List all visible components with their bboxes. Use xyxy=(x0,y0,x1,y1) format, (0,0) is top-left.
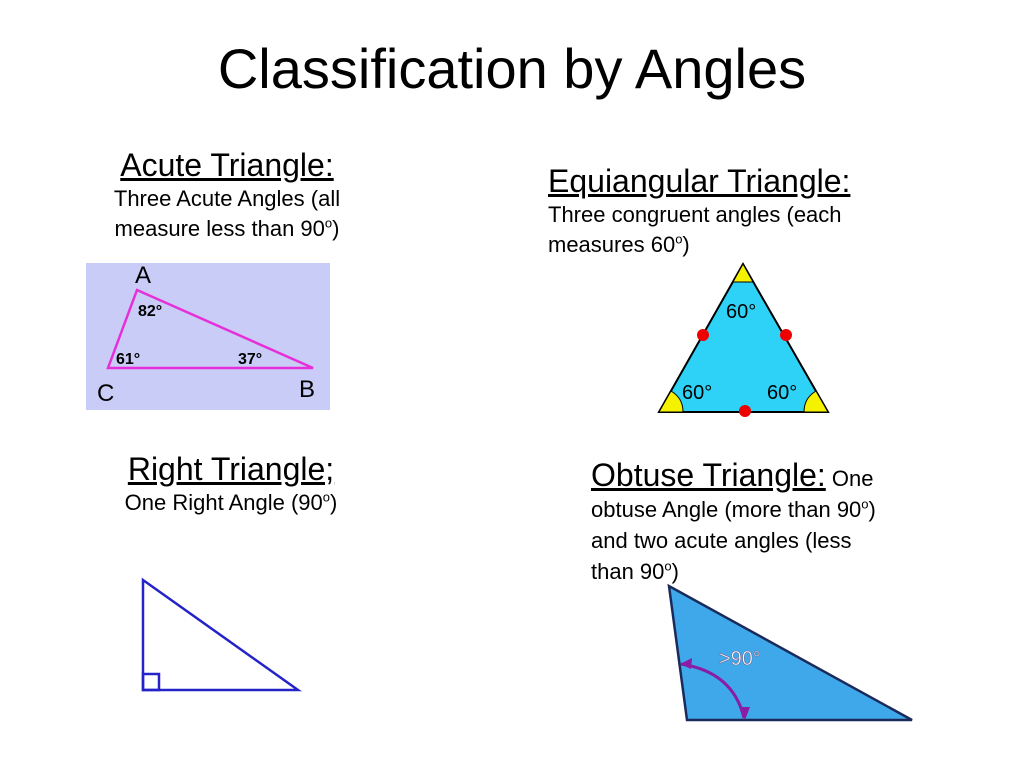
equiangular-close-paren: ) xyxy=(682,232,690,257)
right-triangle xyxy=(141,577,302,692)
angle-label-left: 60° xyxy=(682,382,712,404)
equiangular-section: Equiangular Triangle: Three congruent an… xyxy=(548,162,948,260)
acute-figure-background xyxy=(86,263,330,410)
obtuse-heading: Obtuse Triangle: xyxy=(591,457,826,493)
congruence-tick-bottom xyxy=(739,405,751,417)
angle-label-b: 37° xyxy=(238,351,262,368)
corner-mark-right xyxy=(803,390,829,413)
equiangular-desc-line2: measures 60 xyxy=(548,232,676,257)
degree-mark: o xyxy=(664,558,672,574)
equiangular-triangle-figure: 60° 60° 60° xyxy=(657,261,830,417)
angle-label-right: 60° xyxy=(767,382,797,404)
degree-mark: o xyxy=(861,496,869,512)
congruence-tick-right xyxy=(780,329,792,341)
obtuse-desc-line2: obtuse Angle (more than 90 xyxy=(591,497,862,522)
acute-heading: Acute Triangle: xyxy=(120,147,334,183)
right-triangle-figure xyxy=(141,577,302,692)
obtuse-desc-line3: and two acute angles (less xyxy=(591,528,852,553)
degree-mark: o xyxy=(324,215,333,231)
equiangular-desc-line1: Three congruent angles (each xyxy=(548,202,842,227)
acute-triangle-figure: A B C 82° 61° 37° xyxy=(86,262,330,410)
vertex-label-b: B xyxy=(299,376,315,403)
angle-label-top: 60° xyxy=(726,301,756,323)
obtuse-triangle xyxy=(667,583,913,722)
obtuse-section: Obtuse Triangle: One obtuse Angle (more … xyxy=(591,456,951,587)
right-desc: One Right Angle (90 xyxy=(124,490,323,515)
acute-section: Acute Triangle: Three Acute Angles (all … xyxy=(92,146,382,244)
acute-desc-line2: measure less than 90 xyxy=(114,216,325,241)
right-close-paren: ) xyxy=(330,490,338,515)
corner-mark-left xyxy=(658,390,684,413)
congruence-tick-left xyxy=(697,329,709,341)
obtuse-desc-start: One xyxy=(825,466,874,491)
obtuse-close-paren-1: ) xyxy=(868,497,876,522)
arc-arrowhead-bottom xyxy=(739,707,750,720)
degree-mark: o xyxy=(675,231,683,247)
vertex-label-c: C xyxy=(97,380,114,407)
obtuse-close-paren-2: ) xyxy=(671,559,679,584)
right-heading: Right Triangle; xyxy=(127,451,335,487)
right-section: Right Triangle; One Right Angle (90o) xyxy=(96,450,366,518)
acute-description: Three Acute Angles (all measure less tha… xyxy=(92,184,362,244)
obtuse-triangle-figure: >90° xyxy=(667,583,913,722)
page-title: Classification by Angles xyxy=(217,37,807,100)
obtuse-angle-label: >90° xyxy=(719,648,761,670)
vertex-label-a: A xyxy=(135,262,151,289)
angle-label-a: 82° xyxy=(138,303,162,320)
degree-mark: o xyxy=(322,489,331,505)
equiangular-heading: Equiangular Triangle: xyxy=(548,163,851,199)
acute-close-paren: ) xyxy=(332,216,340,241)
angle-label-c: 61° xyxy=(116,351,140,368)
corner-mark-top xyxy=(732,262,754,283)
obtuse-desc-line4: than 90 xyxy=(591,559,665,584)
arc-arrowhead-left xyxy=(680,658,692,669)
acute-desc-line1: Three Acute Angles (all xyxy=(113,186,341,211)
right-angle-marker xyxy=(141,672,161,692)
acute-triangle xyxy=(106,288,314,370)
